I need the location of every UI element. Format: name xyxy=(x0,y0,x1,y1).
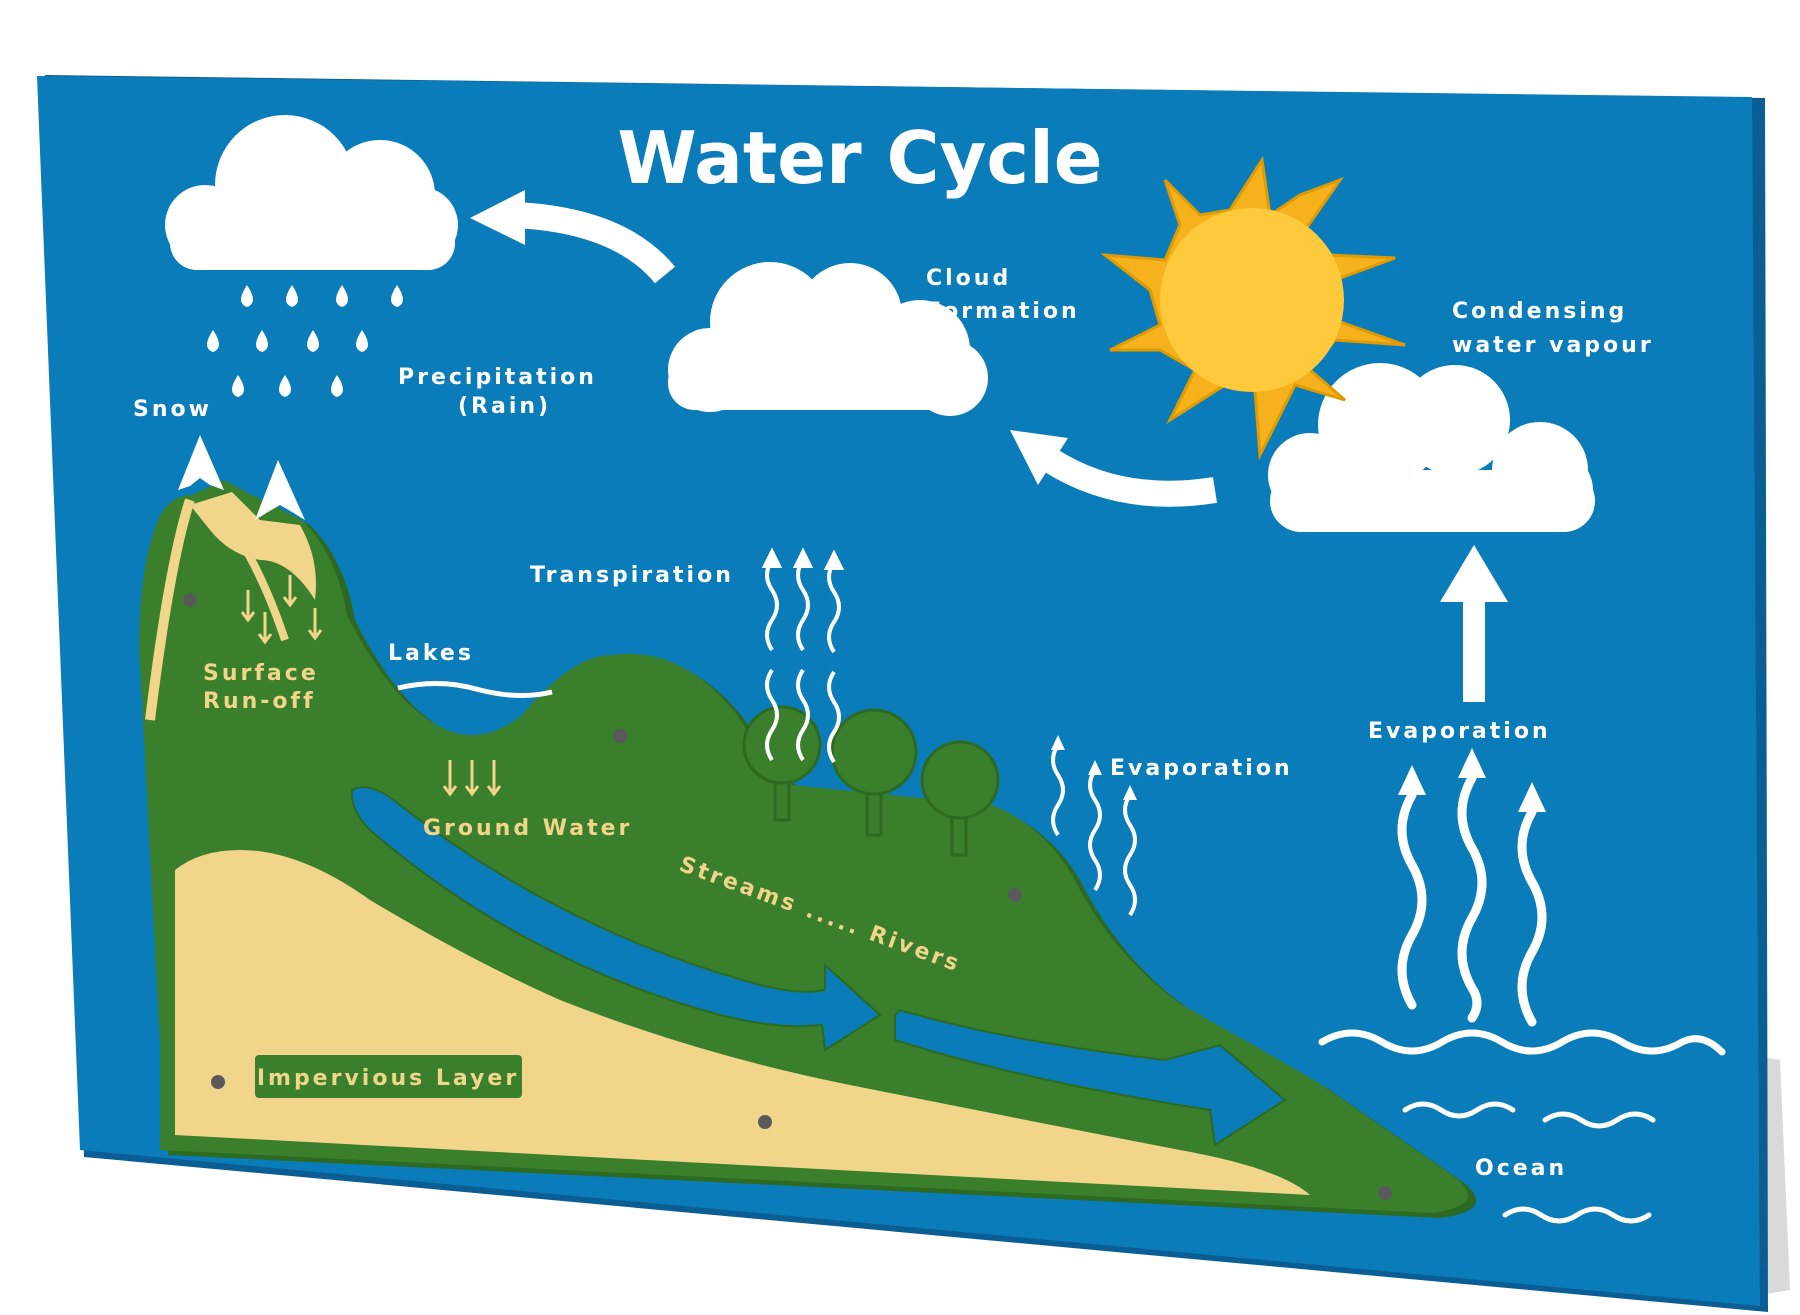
label-precipitation: Precipitation xyxy=(398,365,597,390)
cloud-icon-condensing xyxy=(1268,363,1595,532)
arrow-icon-condense-to-cloud xyxy=(1010,430,1218,507)
label-condensing: Condensing xyxy=(1452,299,1627,324)
wave-icon-small xyxy=(1402,1101,1656,1224)
label-impervious-layer: Impervious Layer xyxy=(257,1066,519,1091)
label-ground-water: Ground Water xyxy=(423,816,632,841)
arrow-icon-runoff xyxy=(240,575,502,797)
label-surface-runoff: Surface xyxy=(203,661,319,686)
wavy-line xyxy=(796,558,810,652)
raindrop-icon-group xyxy=(207,285,403,397)
land-mass xyxy=(139,480,1477,1218)
wavy-line xyxy=(827,560,841,654)
impervious-layer-region xyxy=(175,850,1310,1195)
bolt-group xyxy=(183,593,1392,1200)
wavy-line xyxy=(765,558,779,652)
label-evaporation-land: Evaporation xyxy=(1110,756,1293,781)
tree-icon xyxy=(830,708,918,837)
label-cloud-formation: Cloud xyxy=(926,266,1011,291)
label-ocean: Ocean xyxy=(1475,1156,1567,1181)
label-transpiration: Transpiration xyxy=(530,563,734,588)
label-precipitation-sub: (Rain) xyxy=(458,394,551,419)
page-title: Water Cycle xyxy=(617,116,1102,200)
tree-icon xyxy=(920,740,1000,857)
tree-icon-group xyxy=(742,705,1000,857)
label-evaporation-ocean: Evaporation xyxy=(1368,719,1551,744)
label-surface-runoff-sub: Run-off xyxy=(203,689,316,714)
wave-icon-ocean xyxy=(1318,1029,1726,1056)
lake-wave-icon xyxy=(397,681,553,699)
cloud-icon-formation xyxy=(668,262,988,416)
label-cloud-formation-sub: Formation xyxy=(926,299,1080,324)
impervious-layer-badge: Impervious Layer xyxy=(255,1055,522,1098)
label-lakes: Lakes xyxy=(388,641,474,666)
cloud-icon-rain xyxy=(165,115,458,270)
tree-icon xyxy=(742,705,822,822)
arrow-icon-transpiration xyxy=(761,547,845,764)
label-snow: Snow xyxy=(133,397,212,422)
sun-icon xyxy=(1100,155,1406,461)
arrow-icon-evaporation-land xyxy=(1051,735,1137,917)
arrow-icon-groundwater xyxy=(350,786,1287,1147)
snow-peak-icon xyxy=(178,435,305,520)
arrow-icon-cloud-to-rain xyxy=(470,190,676,284)
label-condensing-sub: water vapour xyxy=(1452,333,1654,358)
arrow-icon-evaporation-up xyxy=(1440,545,1508,702)
arrow-icon-evaporation-ocean-heads xyxy=(1398,748,1546,812)
arrow-icon-evaporation-ocean xyxy=(1397,773,1547,1027)
